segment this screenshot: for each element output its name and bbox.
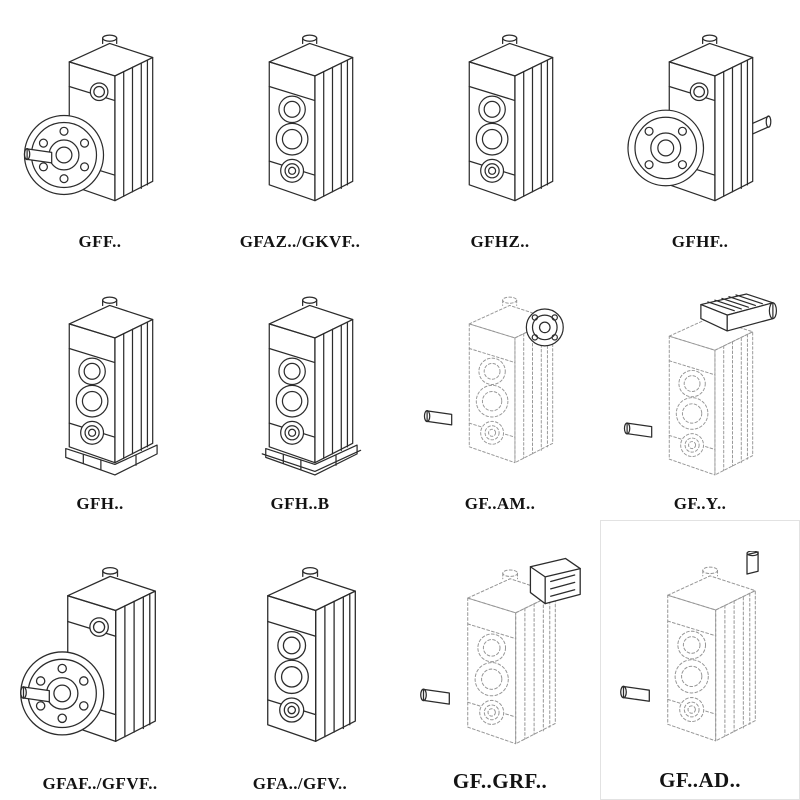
gearbox-flange-output-shaft-drawing bbox=[11, 557, 189, 769]
product-cell-gf-grf: GF..GRF.. bbox=[400, 520, 600, 800]
gearbox-foot-mounted-drawing bbox=[11, 287, 189, 489]
model-label-gfhz: GFHZ.. bbox=[470, 232, 530, 251]
product-cell-gfhf: GFHF.. bbox=[600, 0, 800, 258]
product-cell-gf-am: GF..AM.. bbox=[400, 258, 600, 520]
model-label-gf-grf: GF..GRF.. bbox=[452, 769, 548, 793]
product-cell-gfa-gfv: GFA../GFV.. bbox=[200, 520, 400, 800]
product-cell-gfhz: GFHZ.. bbox=[400, 0, 600, 258]
gearbox-foot-mounted-base-drawing bbox=[211, 287, 389, 489]
gearbox-output-flange-drawing bbox=[611, 25, 789, 227]
model-label-gf-ad: GF..AD.. bbox=[659, 768, 741, 792]
gearbox-phantom-input-shaft-drawing bbox=[611, 551, 789, 763]
model-label-gfaz-gkvf: GFAZ../GKVF.. bbox=[239, 232, 361, 251]
product-cell-gff: GFF.. bbox=[0, 0, 200, 258]
product-cell-gfaz-gkvf: GFAZ../GKVF.. bbox=[200, 0, 400, 258]
model-label-gfh-b: GFH..B bbox=[270, 494, 330, 513]
product-cell-gfh-b: GFH..B bbox=[200, 258, 400, 520]
model-label-gf-y: GF..Y.. bbox=[673, 494, 727, 513]
gearbox-phantom-adapter-block-drawing bbox=[411, 552, 589, 764]
model-label-gfaf-gfvf: GFAF../GFVF.. bbox=[42, 774, 158, 793]
gearbox-hollow-shaft-drawing bbox=[211, 557, 389, 769]
gearbox-phantom-motor-adapter-flange-drawing bbox=[411, 287, 589, 489]
gearbox-hollow-shaft-drawing bbox=[211, 25, 389, 227]
gearbox-flange-output-shaft-drawing bbox=[11, 25, 189, 227]
model-label-gf-am: GF..AM.. bbox=[464, 494, 536, 513]
model-label-gfa-gfv: GFA../GFV.. bbox=[252, 774, 348, 793]
model-label-gff: GFF.. bbox=[78, 232, 122, 251]
product-cell-gf-ad: GF..AD.. bbox=[600, 520, 800, 800]
model-label-gfh: GFH.. bbox=[76, 494, 124, 513]
model-label-gfhf: GFHF.. bbox=[671, 232, 729, 251]
gearbox-phantom-with-motor-drawing bbox=[611, 287, 789, 489]
gearbox-hollow-shaft-drawing bbox=[411, 25, 589, 227]
product-cell-gfaf-gfvf: GFAF../GFVF.. bbox=[0, 520, 200, 800]
product-cell-gf-y: GF..Y.. bbox=[600, 258, 800, 520]
product-cell-gfh: GFH.. bbox=[0, 258, 200, 520]
